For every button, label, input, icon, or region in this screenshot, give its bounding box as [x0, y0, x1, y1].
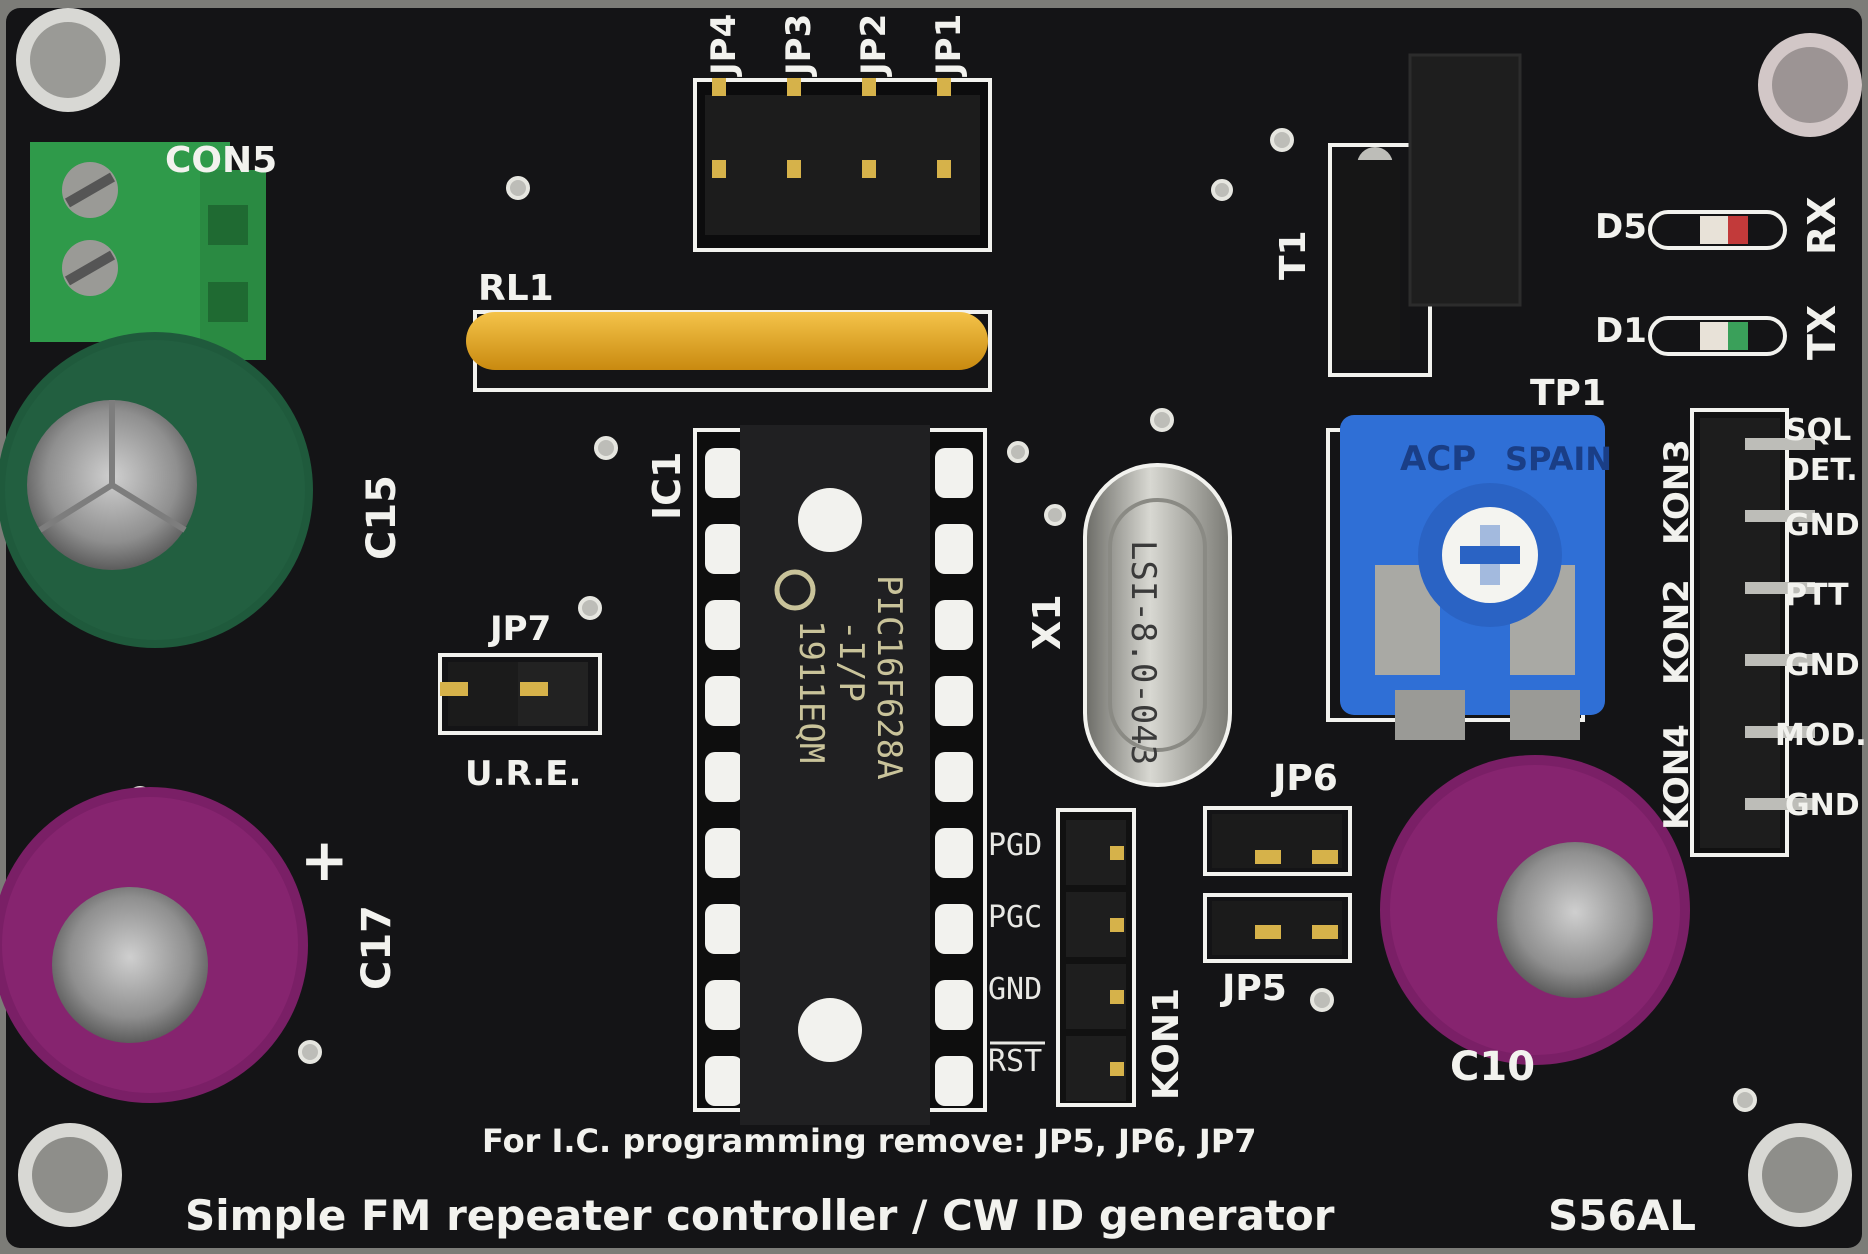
jumper-jp5 — [1203, 893, 1352, 963]
led-d1 — [1648, 316, 1787, 356]
header-kon2-kon4 — [1690, 408, 1815, 857]
kon1-pin-labels: PGD PGC GND RST — [988, 828, 1042, 1079]
led-d5 — [1648, 210, 1787, 250]
chip-line2: -I/P — [831, 620, 871, 702]
kon1-label: KON1 — [1146, 988, 1187, 1100]
kon-right-labels: KON3 KON2 KON4 — [1657, 439, 1697, 830]
crystal-marking: LSI-8.0-043 — [1123, 540, 1163, 765]
trimmer-origin: SPAIN — [1505, 440, 1612, 478]
board-callsign: S56AL — [1548, 1191, 1696, 1240]
ic1-label: IC1 — [645, 452, 689, 520]
rl1-label: RL1 — [478, 268, 554, 309]
kon-pin-ptt: PTT — [1785, 578, 1849, 613]
con5-label: CON5 — [165, 140, 277, 181]
kon-right-pin-labels: SQL DET. GND PTT GND MOD. GND — [1775, 413, 1867, 823]
jp6-label: JP6 — [1270, 758, 1338, 799]
capacitor-c15 — [0, 332, 313, 648]
jp4-label: JP4 — [704, 14, 744, 77]
c17-label: C17 — [354, 905, 400, 990]
kon3-label: KON3 — [1657, 439, 1697, 545]
d1-label: D1 — [1595, 311, 1647, 351]
kon-pin-gnd3: GND — [1785, 788, 1860, 823]
board-title: Simple FM repeater controller / CW ID ge… — [185, 1191, 1335, 1240]
jp-header-labels: JP4 JP3 JP2 JP1 — [704, 14, 969, 77]
kon-pin-sql: SQL — [1785, 413, 1851, 448]
jp5-label: JP5 — [1219, 968, 1287, 1009]
relay-rl1 — [466, 312, 988, 370]
kon1-pin-gnd: GND — [988, 972, 1042, 1007]
kon1-pin-pgc: PGC — [988, 900, 1042, 935]
kon-pin-gnd2: GND — [1785, 648, 1860, 683]
transistor-t1 — [1328, 53, 1522, 377]
jumper-jp6 — [1203, 806, 1352, 876]
kon-pin-det: DET. — [1785, 453, 1858, 488]
mounting-holes — [16, 8, 1862, 1227]
t1-label: T1 — [1273, 230, 1314, 280]
capacitor-c17 — [0, 787, 308, 1103]
trimmer-brand: ACP — [1400, 439, 1476, 479]
kon1-pin-rst: RST — [988, 1044, 1042, 1079]
kon-pin-mod: MOD. — [1775, 718, 1867, 753]
chip-line1: PIC16F628A — [869, 575, 909, 780]
kon1-pin-pgd: PGD — [988, 828, 1042, 863]
tp1-label: TP1 — [1530, 373, 1606, 414]
jp1-label: JP1 — [929, 14, 969, 77]
header-kon1 — [1056, 808, 1136, 1107]
programming-note: For I.C. programming remove: JP5, JP6, J… — [482, 1122, 1257, 1160]
c10-label: C10 — [1450, 1044, 1535, 1090]
x1-label: X1 — [1025, 594, 1069, 650]
ic-pic16f628a — [740, 425, 930, 1125]
capacitor-c10 — [1380, 755, 1690, 1065]
terminal-block-con5 — [30, 142, 266, 360]
jp7-label: JP7 — [488, 609, 551, 649]
ure-label: U.R.E. — [465, 754, 581, 794]
tx-label: TX — [1800, 305, 1844, 360]
trimmer-tp1 — [1340, 415, 1605, 740]
c17-plus-mark: + — [300, 826, 349, 894]
kon2-label: KON2 — [1657, 579, 1697, 685]
chip-line3: 1911EQM — [791, 620, 831, 763]
kon-pin-gnd1: GND — [1785, 508, 1860, 543]
jp2-label: JP2 — [854, 14, 894, 77]
c15-label: C15 — [359, 475, 405, 560]
jumper-jp7 — [438, 653, 602, 735]
crystal-x1 — [1083, 463, 1232, 787]
d5-label: D5 — [1595, 207, 1647, 247]
jp3-label: JP3 — [779, 14, 819, 77]
rx-label: RX — [1800, 196, 1844, 255]
header-jp1-jp4 — [693, 78, 992, 252]
kon4-label: KON4 — [1657, 724, 1697, 830]
